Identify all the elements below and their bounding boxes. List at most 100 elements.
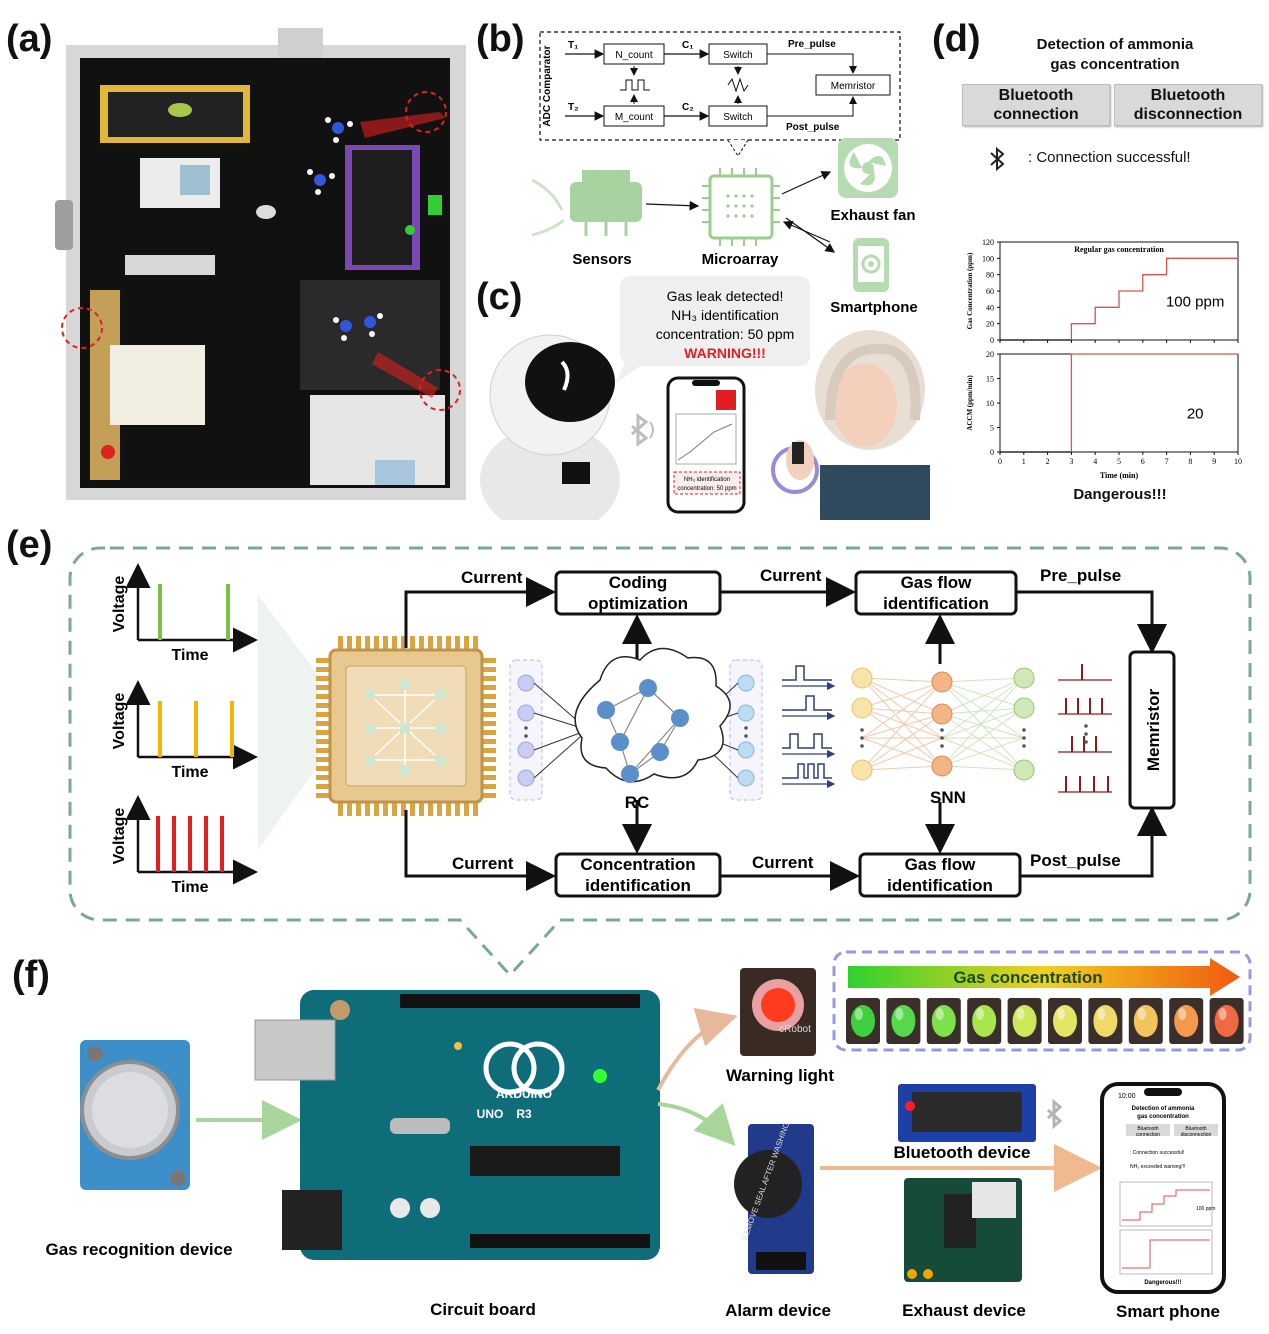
series-line xyxy=(1070,353,1238,452)
panel-c-letter: (c) xyxy=(476,276,523,318)
bluetooth-disconnection-button[interactable]: Bluetooth disconnection xyxy=(1114,84,1262,126)
chip-pin xyxy=(401,636,406,652)
arduino-r3-text: R3 xyxy=(516,1107,532,1121)
dangerous-label: Dangerous!!! xyxy=(1073,486,1167,503)
chip-pin xyxy=(464,800,469,816)
snn-hidden-neuron xyxy=(931,671,953,693)
chip-pin xyxy=(480,757,496,762)
smart-phone-photo xyxy=(1100,1082,1226,1294)
bluetooth-connection-button[interactable]: Bluetooth connection xyxy=(962,84,1110,126)
chip-pin xyxy=(446,636,451,652)
y-tick-label: 60 xyxy=(986,287,994,296)
gas-flow-bottom-label-2: identification xyxy=(887,876,993,895)
x-tick-label: 3 xyxy=(1069,457,1073,466)
rc-label: RC xyxy=(625,793,650,812)
snn-edge xyxy=(861,737,943,767)
snn-input-neuron xyxy=(851,759,873,781)
current-label-1: Current xyxy=(461,568,523,587)
panel-a-letter: (a) xyxy=(6,18,53,60)
ellipsis-dot xyxy=(744,726,748,730)
voltage-axis-label: Voltage xyxy=(111,576,128,633)
panel-c-illustration: Gas leak detected! NH₃ identification co… xyxy=(480,276,930,520)
gas-concentration-label: Gas concentration xyxy=(953,968,1102,987)
snn-hidden-neuron xyxy=(931,755,953,777)
exhaust-device-label: Exhaust device xyxy=(902,1301,1026,1320)
chip-pin xyxy=(316,712,332,717)
gas-recognition-device-label: Gas recognition device xyxy=(45,1240,232,1259)
concentration-led xyxy=(851,1005,875,1037)
alarm-device-label: Alarm device xyxy=(725,1301,831,1320)
snn-edge xyxy=(941,677,1025,739)
snn-edge xyxy=(861,681,943,739)
panel-a: (a) xyxy=(0,0,480,520)
phone-time: 10:00 xyxy=(1118,1093,1136,1100)
input-spike-train xyxy=(782,665,832,681)
chip-pin xyxy=(356,636,361,652)
snn-label: SNN xyxy=(930,788,966,807)
bluetooth-symbol-icon xyxy=(1046,1098,1063,1130)
chip-pin xyxy=(316,721,332,726)
phone-note-line-1: NH₃ identification xyxy=(684,477,730,483)
chip-pin xyxy=(316,694,332,699)
rc-input-node xyxy=(517,769,535,787)
input-spike-train xyxy=(782,733,832,749)
led-highlight xyxy=(855,1008,863,1020)
ellipsis-dot xyxy=(524,734,528,738)
snn-input-neuron xyxy=(851,697,873,719)
ellipsis-dot xyxy=(1022,744,1026,748)
time-axis-label: Time xyxy=(171,764,208,781)
chip-pin xyxy=(480,766,496,771)
input-spike-train xyxy=(782,695,832,711)
x-tick-label: 1 xyxy=(1022,457,1026,466)
concentration-led xyxy=(972,1005,997,1037)
sensor-icon xyxy=(531,170,642,237)
warning-light-module-photo xyxy=(740,968,816,1056)
reservoir-node xyxy=(671,709,689,727)
snn-edge xyxy=(941,681,1025,739)
post-pulse-label-b: Post_pulse xyxy=(786,122,840,133)
rc-input-node xyxy=(517,741,535,759)
y-tick-label: 0 xyxy=(990,336,994,345)
memristor-box-e: Memristor xyxy=(1144,689,1163,772)
chip-pin xyxy=(473,636,478,652)
y-tick-label: 10 xyxy=(986,399,994,408)
processor-chip-icon xyxy=(316,636,496,816)
reservoir-node xyxy=(621,765,639,783)
y-tick-label: 15 xyxy=(986,375,994,384)
x-tick-label: 9 xyxy=(1212,457,1216,466)
x-tick-label: 8 xyxy=(1188,457,1192,466)
bluetooth-disconnection-label-2: disconnection xyxy=(1133,106,1243,123)
chip-pin xyxy=(316,667,332,672)
panel-d-letter: (d) xyxy=(932,18,981,60)
y-tick-label: 100 xyxy=(982,254,994,263)
chip-pin xyxy=(316,685,332,690)
app-title-line-2: gas concentration xyxy=(1050,56,1180,73)
bluetooth-module-photo xyxy=(898,1084,1036,1142)
chip-pin xyxy=(446,800,451,816)
ellipsis-dot xyxy=(744,734,748,738)
arduino-uno-text: UNO xyxy=(477,1107,504,1121)
chip-pin xyxy=(374,800,379,816)
snn-edge xyxy=(861,677,943,715)
ellipsis-dot xyxy=(940,728,944,732)
switch-top-box: Switch xyxy=(723,50,752,61)
rc-input-node xyxy=(517,704,535,722)
rc-input-node xyxy=(517,674,535,692)
gas-flow-top-label-2: identification xyxy=(883,594,989,613)
x-axis-label: Time (min) xyxy=(1100,471,1139,480)
chip-pin xyxy=(316,730,332,735)
snn-edge xyxy=(861,677,943,683)
y-tick-label: 120 xyxy=(982,238,994,247)
reservoir-node xyxy=(597,701,615,719)
phone-ppm: 100 ppm xyxy=(1196,1206,1215,1212)
chip-pin xyxy=(428,800,433,816)
snn-edge xyxy=(941,677,1025,715)
snn-edge xyxy=(861,713,943,771)
chip-pin xyxy=(347,636,352,652)
chip-pin xyxy=(480,712,496,717)
current-label-2: Current xyxy=(760,566,822,585)
